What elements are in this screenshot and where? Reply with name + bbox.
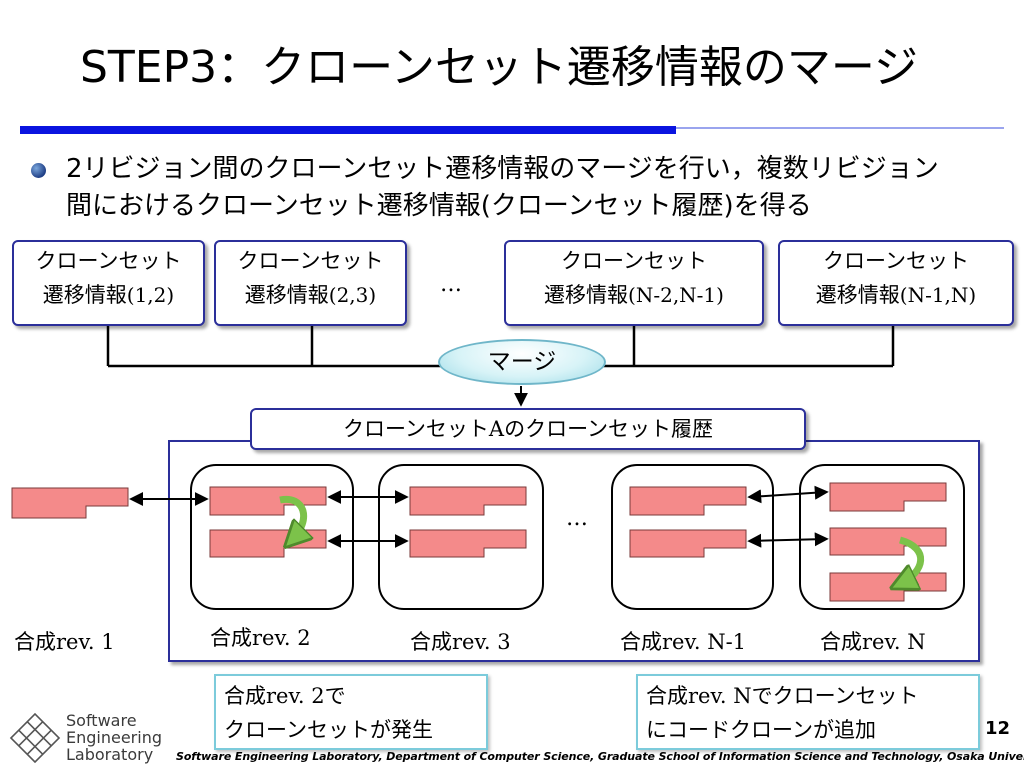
callout-text: にコードクローンが追加 bbox=[646, 718, 876, 742]
transition-box-line1: クローンセット bbox=[823, 249, 969, 273]
revision-label-rev: rev. 1 bbox=[56, 630, 115, 654]
revision-label-n1: 合成rev. N-1 bbox=[620, 628, 746, 656]
merge-oval: マージ bbox=[438, 339, 606, 385]
ellipsis-top: … bbox=[440, 272, 462, 297]
callout-text: で bbox=[324, 684, 346, 708]
clone-generated-arrow bbox=[279, 495, 304, 540]
revision-label-n: 合成rev. N bbox=[820, 628, 926, 656]
code-fragment bbox=[409, 529, 527, 558]
sel-logo bbox=[9, 712, 61, 764]
transition-box-label: 遷移情報 bbox=[815, 283, 900, 307]
revision-label-2: 合成rev. 2 bbox=[210, 624, 311, 652]
code-fragment bbox=[629, 529, 747, 558]
transition-box-2-3: クローンセット 遷移情報(2,3) bbox=[214, 240, 407, 326]
logo-line: Software bbox=[66, 711, 137, 730]
code-fragment bbox=[829, 527, 947, 556]
code-fragment bbox=[209, 529, 327, 558]
transition-box-range: (2,3) bbox=[328, 283, 377, 307]
callout-revN: 合成rev. Nでクローンセット にコードクローンが追加 bbox=[636, 674, 980, 750]
callout-text: 合成 bbox=[646, 684, 688, 708]
callout-text: 合成 bbox=[224, 684, 266, 708]
transition-box-line1: クローンセット bbox=[35, 249, 182, 273]
callout-text: クローンセットが発生 bbox=[224, 718, 433, 742]
history-label-suffix: のクローンセット履歴 bbox=[504, 417, 714, 441]
revision-label-3: 合成rev. 3 bbox=[410, 628, 511, 656]
title-underline bbox=[20, 126, 676, 134]
revision-label-jp: 合成 bbox=[210, 626, 252, 650]
code-fragment bbox=[11, 487, 129, 519]
callout-rev: rev. 2 bbox=[266, 684, 325, 708]
code-fragment bbox=[829, 572, 947, 602]
revision-label-rev: rev. N bbox=[862, 630, 926, 654]
clone-history-label: クローンセットAのクローンセット履歴 bbox=[250, 408, 806, 450]
transition-box-n2-n1: クローンセット 遷移情報(N-2,N-1) bbox=[504, 240, 764, 326]
page-number: 12 bbox=[985, 718, 1011, 739]
transition-box-line1: クローンセット bbox=[237, 249, 384, 273]
revision-label-jp: 合成 bbox=[620, 630, 662, 654]
callout-text: でクローンセット bbox=[751, 684, 919, 708]
transition-box-range: (N-1,N) bbox=[899, 283, 977, 307]
history-label-prefix: クローンセット bbox=[342, 417, 489, 441]
callout-rev: rev. N bbox=[688, 684, 752, 708]
transition-box-1-2: クローンセット 遷移情報(1,2) bbox=[12, 240, 205, 326]
logo-line: Engineering bbox=[66, 728, 162, 747]
slide-title: STEP3：クローンセット遷移情報のマージ bbox=[80, 42, 919, 93]
logo-text: Software Engineering Laboratory bbox=[66, 712, 162, 763]
revision-label-rev: rev. N-1 bbox=[662, 630, 747, 654]
bullet-text: 2リビジョン間のクローンセット遷移情報のマージを行い，複数リビジョン 間における… bbox=[66, 151, 996, 225]
code-fragment bbox=[829, 482, 947, 512]
callout-rev2: 合成rev. 2で クローンセットが発生 bbox=[214, 674, 488, 750]
transition-box-range: (N-2,N-1) bbox=[628, 283, 724, 307]
transition-box-label: 遷移情報 bbox=[244, 283, 329, 307]
transition-box-label: 遷移情報 bbox=[42, 283, 127, 307]
title-underline-thin bbox=[676, 127, 1004, 129]
revision-label-rev: rev. 3 bbox=[452, 630, 511, 654]
revision-label-1: 合成rev. 1 bbox=[14, 628, 115, 656]
code-fragment bbox=[209, 486, 327, 516]
clone-added-arrow bbox=[900, 536, 925, 584]
bullet-line-2: 間におけるクローンセット遷移情報(クローンセット履歴)を得る bbox=[66, 191, 812, 221]
footer-affiliation: Software Engineering Laboratory, Departm… bbox=[176, 750, 1024, 763]
bullet-line-1: 2リビジョン間のクローンセット遷移情報のマージを行い，複数リビジョン bbox=[66, 154, 939, 184]
logo-line: Laboratory bbox=[66, 745, 154, 764]
ellipsis-middle: … bbox=[566, 506, 588, 531]
transition-box-label: 遷移情報 bbox=[544, 283, 629, 307]
revision-label-jp: 合成 bbox=[14, 630, 56, 654]
revision-label-jp: 合成 bbox=[410, 630, 452, 654]
code-fragment bbox=[629, 486, 747, 516]
transition-box-line1: クローンセット bbox=[561, 249, 707, 273]
revision-label-rev: rev. 2 bbox=[252, 626, 311, 650]
code-fragment bbox=[409, 486, 527, 516]
history-label-letter: A bbox=[488, 417, 505, 441]
transition-box-n1-n: クローンセット 遷移情報(N-1,N) bbox=[778, 240, 1014, 326]
revision-label-jp: 合成 bbox=[820, 630, 862, 654]
correspondence-arrows bbox=[129, 485, 829, 548]
bullet-icon bbox=[31, 163, 46, 178]
transition-box-range: (1,2) bbox=[126, 283, 175, 307]
